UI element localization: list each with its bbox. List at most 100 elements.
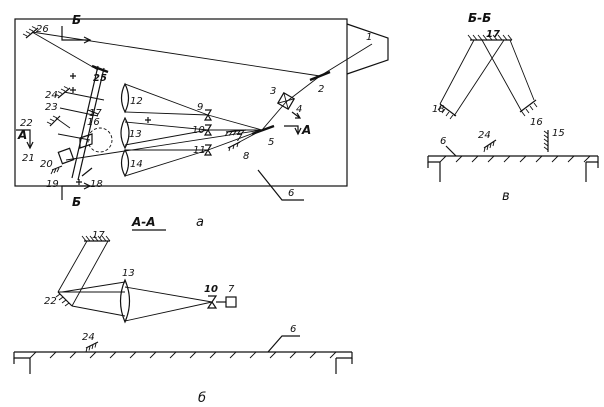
num-1: 1 [366,32,372,43]
mirror-22-b-hatch [55,293,70,307]
beam-21-22 [55,117,91,141]
num-14: 14 [130,159,143,170]
slit-10 [203,124,213,136]
num-6-v: 6 [440,136,446,147]
num-23: 23 [45,102,58,113]
num-7-b: 7 [228,284,235,295]
num-19: 19 [46,179,59,190]
plus-marks [70,73,151,185]
mirror-22-hatch [46,115,58,125]
mirror-24-v [483,139,497,149]
mirror-16-hatch [521,102,538,117]
num-20: 20 [40,159,53,170]
slit-11 [203,144,213,156]
mirror-24 [57,87,71,99]
source-housing [346,23,389,75]
mirror-17-b-hatch [81,235,111,242]
slit-9 [203,109,213,121]
ray-to-20 [65,129,263,161]
mirror-25 [91,64,109,74]
num-16-v: 16 [530,117,543,128]
mirror-24-b [85,341,99,349]
panel-b-section-a: А-А 17 22 13 10 7 24 [13,215,353,406]
num-10: 10 [192,125,205,136]
num-18-a: 18 [90,179,103,190]
slit-10-b [206,295,218,309]
cut-label-b-bottom: Б [72,195,81,209]
section-line-a [16,125,302,150]
rays-b [57,240,213,322]
ray-10-to-13 [124,121,209,146]
num-24-a: 24 [45,90,58,101]
num-5: 5 [268,137,274,148]
leader-6-a [257,169,304,201]
mirror-18-hatch [437,105,454,120]
beam-25-19-a [71,65,99,179]
element-17 [87,109,99,115]
num-24-b: 24 [82,332,95,343]
ray-3-to-5 [261,101,287,131]
num-7: 7 [236,133,243,144]
num-6-a: 6 [288,188,294,199]
num-17-b: 17 [92,230,105,241]
num-13-b: 13 [122,268,135,279]
element-7-b [225,296,237,308]
num-10-b: 10 [204,284,218,295]
num-22-a: 22 [20,118,33,129]
ray-9-to-12 [124,83,209,116]
element-19-hatch [50,167,60,175]
lens-14 [120,148,130,178]
panel-b-label: б [198,391,206,406]
panel-b-title: А-А [131,215,156,229]
leader-6-v [445,145,457,157]
num-17-v: 17 [486,29,500,40]
mirror-26 [25,27,39,39]
num-25: 25 [93,73,107,84]
ray-2-to-3 [285,75,321,103]
rays-v [439,39,535,117]
mirror-22 [49,115,61,127]
num-8: 8 [243,151,249,162]
panel-v-label: в [502,189,510,204]
base-plate-outline [14,18,348,187]
mirror-7 [225,129,247,133]
beam-24-23 [59,91,105,117]
mirror-22-b [57,291,73,307]
cut-label-a-right: А [301,123,311,137]
mirror-16 [519,99,537,113]
panel-a-label: а [196,215,204,230]
element-3 [276,91,296,111]
mirror-5 [251,124,275,136]
element-18 [81,167,93,177]
num-26: 26 [36,24,49,35]
element-15-hatch [543,130,549,151]
base-plate-v [427,155,599,182]
mirror-18 [439,103,457,117]
section-line-b [61,26,92,200]
num-9: 9 [197,102,203,113]
num-3: 3 [270,86,276,97]
lens-13 [120,116,130,150]
element-4 [291,111,302,119]
cut-label-a-left: А [17,128,27,142]
num-24-v: 24 [478,130,491,141]
leader-6-b [267,335,300,353]
num-12: 12 [130,96,143,107]
rays-b-top [61,281,126,293]
num-17-a: 17 [89,108,102,119]
num-18-v: 18 [432,104,445,115]
ray-26-to-25 [31,31,99,71]
cut-label-b-top: Б [72,13,81,27]
ray-2-to-26 [31,31,321,77]
num-6-b: 6 [290,324,296,335]
ray-11-to-14 [124,149,209,177]
mirror-8-hatch [228,142,239,152]
num-16: 16 [87,117,100,128]
mirror-24-b-hatch [85,343,97,353]
num-11: 11 [193,145,206,156]
element-21 [79,133,93,149]
num-4: 4 [296,104,302,115]
num-22-b: 22 [44,296,57,307]
num-2: 2 [318,84,324,95]
